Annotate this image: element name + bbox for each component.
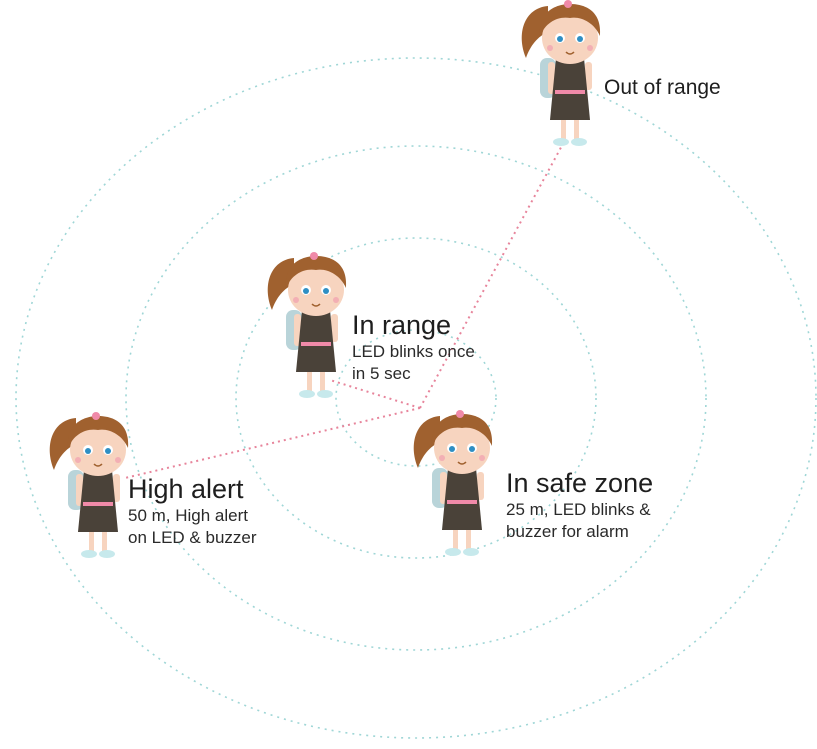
in-range-title: In range <box>352 310 452 340</box>
out-of-range-title: Out of range <box>604 76 721 99</box>
in-range-desc-line-1: LED blinks once <box>352 342 475 362</box>
safe-zone-desc-line-1: 25 m, LED blinks & <box>506 500 651 520</box>
label-high-alert: High alert 50 m, High alert on LED & buz… <box>128 474 257 549</box>
safe-zone-title: In safe zone <box>506 468 654 498</box>
ring-outer <box>15 57 817 739</box>
link-center-to-high-alert <box>124 407 421 479</box>
child-high-alert <box>49 411 129 559</box>
ring-middle <box>125 145 707 651</box>
link-center-to-out-of-range <box>419 139 566 409</box>
high-alert-desc-line-1: 50 m, High alert <box>128 506 248 526</box>
child-safe-zone <box>413 409 493 557</box>
label-out-of-range: Out of range <box>604 76 721 100</box>
safe-zone-desc-line-2: buzzer for alarm <box>506 522 629 542</box>
link-center-to-in-range <box>329 379 421 409</box>
high-alert-desc-line-2: on LED & buzzer <box>128 528 257 548</box>
label-in-range: In range LED blinks once in 5 sec <box>352 310 475 385</box>
label-safe-zone: In safe zone 25 m, LED blinks & buzzer f… <box>506 468 653 543</box>
high-alert-title: High alert <box>128 474 244 504</box>
range-rings <box>15 57 817 739</box>
child-in-range <box>267 251 347 399</box>
child-out-of-range <box>521 0 601 147</box>
ring-inner <box>235 237 597 559</box>
ring-core <box>335 329 497 467</box>
in-range-desc-line-2: in 5 sec <box>352 364 411 384</box>
connection-lines <box>124 139 566 479</box>
